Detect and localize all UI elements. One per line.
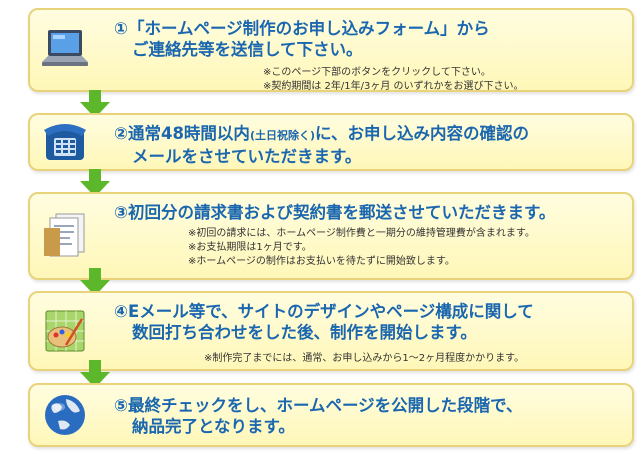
step-3-notes: ※初回の請求には、ホームページ制作費と一期分の維持管理費が含まれます。 ※お支払… (188, 227, 535, 269)
step-2-line1-a: ②通常48時間以内 (114, 124, 250, 143)
palette-icon (36, 305, 94, 357)
step-4-note-1: ※制作完了までには、通常、お申し込みから1～2ヶ月程度かかります。 (204, 353, 525, 364)
step-4-line1: ④Eメール等で、サイトのデザインやページ構成に関して (114, 302, 534, 321)
step-2-box: ②通常48時間以内(土日祝除く)に、お申し込み内容の確認の メールをさせていただ… (28, 113, 634, 171)
step-1-box: ①「ホームページ制作のお申し込みフォーム」から ご連絡先等を送信して下さい。 ※… (28, 8, 634, 92)
flow-arrow-4-icon (80, 360, 110, 388)
flow-arrow-3-icon (80, 268, 110, 296)
step-1-note-2: ※契約期間は 2年/1年/3ヶ月 のいずれかをお選び下さい。 (263, 81, 524, 92)
step-2-line1-b: (土日祝除く) (249, 129, 315, 142)
step-1-line1: ①「ホームページ制作のお申し込みフォーム」から (114, 19, 490, 38)
step-4-box: ④Eメール等で、サイトのデザインやページ構成に関して 数回打ち合わせをした後、制… (28, 291, 634, 371)
step-1-text: ①「ホームページ制作のお申し込みフォーム」から ご連絡先等を送信して下さい。 (114, 18, 490, 60)
step-2-line2: メールをさせていただきます。 (132, 147, 362, 166)
step-1-notes: ※このページ下部のボタンをクリックして下さい。 ※契約期間は 2年/1年/3ヶ月… (263, 66, 524, 94)
step-3-note-3: ※ホームページの制作はお支払いを待たずに開始致します。 (188, 256, 455, 267)
telephone-icon (36, 116, 94, 168)
step-3-note-1: ※初回の請求には、ホームページ制作費と一期分の維持管理費が含まれます。 (188, 228, 535, 239)
step-5-line1: ⑤最終チェックをし、ホームページを公開した段階で、 (114, 396, 523, 415)
globe-icon (36, 389, 94, 441)
documents-icon (36, 210, 94, 262)
step-5-text: ⑤最終チェックをし、ホームページを公開した段階で、 納品完了となります。 (114, 395, 523, 437)
step-3-box: ③初回分の請求書および契約書を郵送させていただきます。 ※初回の請求には、ホーム… (28, 192, 634, 280)
flow-arrow-2-icon (80, 169, 110, 197)
step-2-line1: ②通常48時間以内(土日祝除く)に、お申し込み内容の確認の (114, 123, 529, 146)
step-1-line2: ご連絡先等を送信して下さい。 (132, 40, 363, 59)
step-3-line1: ③初回分の請求書および契約書を郵送させていただきます。 (114, 203, 556, 222)
step-5-box: ⑤最終チェックをし、ホームページを公開した段階で、 納品完了となります。 (28, 383, 634, 447)
step-1-note-1: ※このページ下部のボタンをクリックして下さい。 (263, 67, 491, 78)
flow-arrow-1-icon (80, 90, 110, 118)
step-4-line2: 数回打ち合わせをした後、制作を開始します。 (132, 323, 477, 342)
step-3-text: ③初回分の請求書および契約書を郵送させていただきます。 (114, 202, 555, 223)
step-4-notes: ※制作完了までには、通常、お申し込みから1～2ヶ月程度かかります。 (204, 352, 524, 366)
step-5-line2: 納品完了となります。 (132, 417, 295, 436)
step-2-text: ②通常48時間以内(土日祝除く)に、お申し込み内容の確認の メールをさせていただ… (114, 123, 529, 167)
laptop-icon (36, 24, 94, 76)
step-4-text: ④Eメール等で、サイトのデザインやページ構成に関して 数回打ち合わせをした後、制… (114, 301, 534, 343)
step-3-note-2: ※お支払期限は1ヶ月です。 (188, 242, 312, 253)
step-2-line1-c: に、お申し込み内容の確認の (315, 124, 530, 143)
